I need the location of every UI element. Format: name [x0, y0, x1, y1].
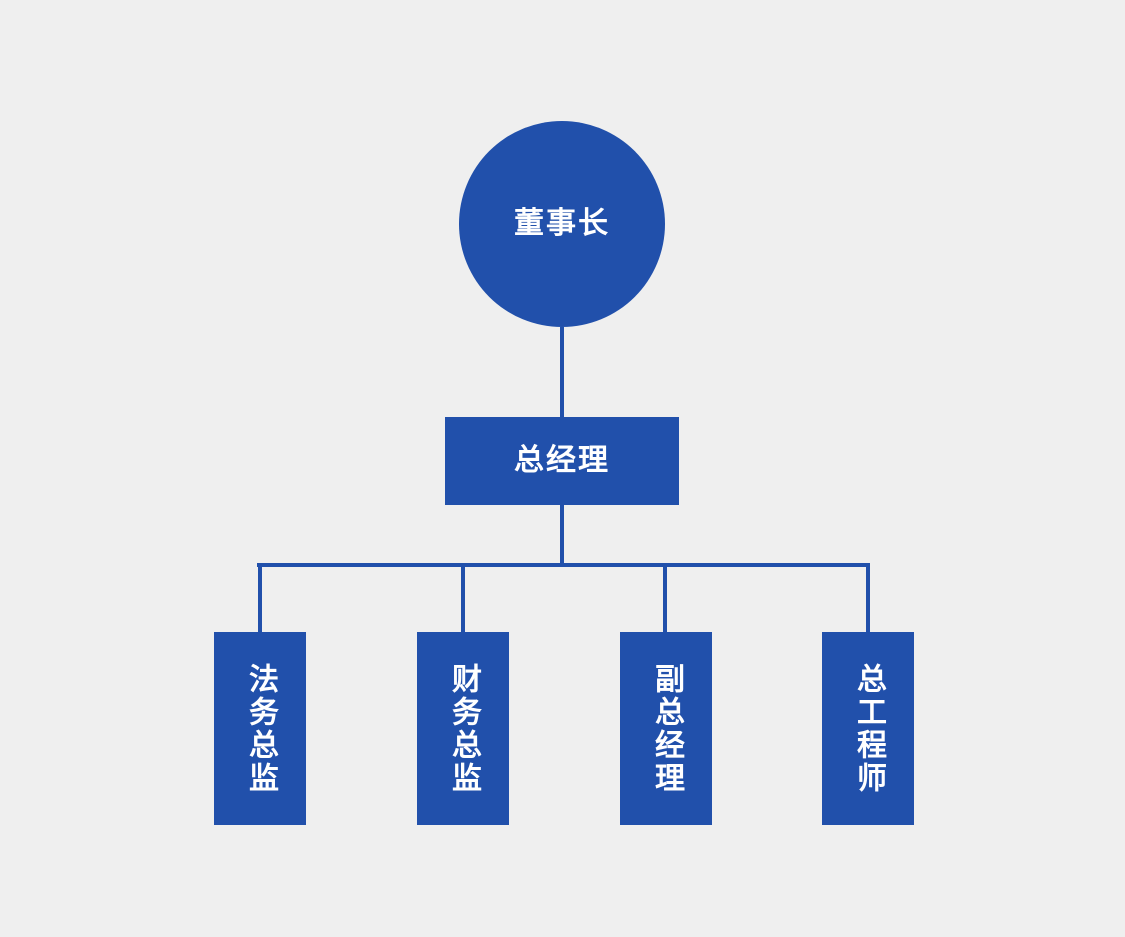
node-deputy-general-manager-label: 副总经理: [650, 662, 683, 795]
node-legal-director[interactable]: 法务总监: [214, 632, 306, 825]
node-general-manager-label: 总经理: [514, 444, 610, 477]
node-finance-director-label: 财务总监: [447, 662, 480, 795]
node-finance-director[interactable]: 财务总监: [417, 632, 509, 825]
node-chief-engineer-label: 总工程师: [852, 662, 885, 795]
node-chief-engineer[interactable]: 总工程师: [822, 632, 914, 825]
node-deputy-general-manager[interactable]: 副总经理: [620, 632, 712, 825]
node-general-manager[interactable]: 总经理: [445, 417, 679, 505]
node-chairman[interactable]: 董事长: [459, 121, 665, 327]
node-chairman-label: 董事长: [514, 207, 610, 240]
node-legal-director-label: 法务总监: [244, 662, 277, 795]
